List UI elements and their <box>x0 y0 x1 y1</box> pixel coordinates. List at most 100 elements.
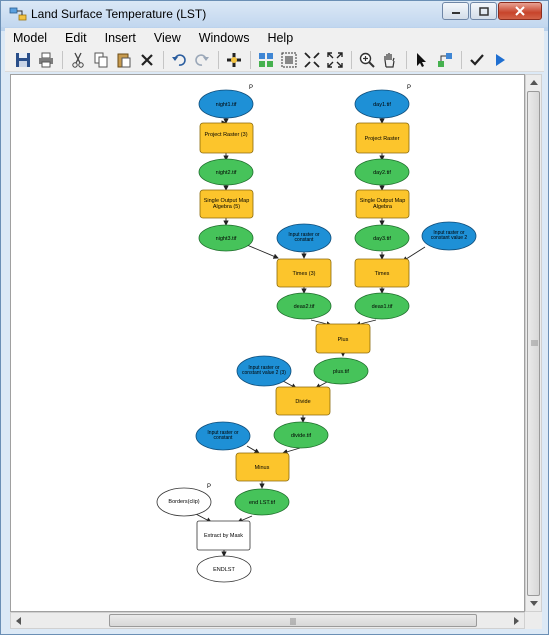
node-deas1[interactable]: deas1.tif <box>354 292 410 320</box>
scroll-right-button[interactable] <box>509 613 524 628</box>
chevron-left-icon <box>16 616 21 625</box>
vertical-scroll-thumb[interactable] <box>527 91 540 596</box>
run-icon <box>496 53 505 66</box>
node-single-output-map-algebra[interactable]: Single Output Map Algebra <box>355 189 410 219</box>
node-label: Minus <box>255 465 270 471</box>
minimize-icon <box>451 12 460 14</box>
node-deas2[interactable]: deas2.tif <box>276 292 332 320</box>
maximize-icon <box>478 6 489 16</box>
pan-icon <box>384 52 395 68</box>
node-label: Times (3) <box>292 271 315 277</box>
auto-layout-button[interactable] <box>256 50 276 70</box>
pan-button[interactable] <box>380 50 400 70</box>
scroll-left-button[interactable] <box>11 613 26 628</box>
grip-icon <box>290 618 296 625</box>
toolbar <box>5 48 544 72</box>
minimize-button[interactable] <box>442 2 469 20</box>
menu-view[interactable]: View <box>153 31 181 45</box>
select-button[interactable] <box>412 50 432 70</box>
node-label-box: Extract by Mask <box>203 532 244 539</box>
node-label-box: Single Output Map Algebra (5) <box>204 198 250 210</box>
zoom-in-button[interactable] <box>357 50 377 70</box>
node-label-box: Input raster or constant value 2 <box>430 229 468 241</box>
node-label: Input raster or constant <box>288 231 320 243</box>
delete-button[interactable] <box>137 50 157 70</box>
cut-button[interactable] <box>68 50 88 70</box>
node-input-raster-constant[interactable]: Input raster or constant <box>276 223 332 253</box>
zoom-out-fixed-button[interactable] <box>325 50 345 70</box>
zoom-in-fixed-button[interactable] <box>302 50 322 70</box>
print-button[interactable] <box>36 50 56 70</box>
node-day2[interactable]: day2.tif <box>354 158 410 186</box>
node-endlst[interactable]: ENDLST <box>196 555 252 583</box>
node-label: end LST.tif <box>249 500 275 506</box>
connect-button[interactable] <box>435 50 455 70</box>
node-divide[interactable]: Divide <box>275 386 331 416</box>
node-end-lst-tif[interactable]: end LST.tif <box>234 488 290 516</box>
node-plus-tif[interactable]: plus.tif <box>313 357 369 385</box>
node-label-box: Borders(clip) <box>168 499 199 505</box>
node-times[interactable]: Times <box>354 258 410 288</box>
node-night2[interactable]: night2.tif <box>198 158 254 186</box>
redo-button[interactable] <box>192 50 212 70</box>
node-plus[interactable]: Plus <box>315 323 371 354</box>
title-bar[interactable]: Land Surface Temperature (LST) <box>1 1 548 27</box>
delete-icon <box>141 53 153 66</box>
model-canvas[interactable]: P P P night1.tif day1.tif Project Raster… <box>10 74 525 612</box>
node-label-box: Input raster or constant <box>288 231 320 243</box>
add-data-button[interactable] <box>224 50 244 70</box>
node-label: day3.tif <box>373 236 391 242</box>
node-extract-by-mask[interactable]: Extract by Mask <box>196 520 251 551</box>
node-input-raster-constant-value-2-3[interactable]: Input raster or constant value 2 (3) <box>236 355 292 387</box>
node-label: Extract by Mask <box>203 532 244 539</box>
horizontal-scroll-thumb[interactable] <box>109 614 477 627</box>
full-extent-button[interactable] <box>279 50 299 70</box>
node-input-raster-constant-b[interactable]: Input raster or constant <box>195 421 251 451</box>
horizontal-scrollbar[interactable] <box>10 612 525 629</box>
menu-edit[interactable]: Edit <box>65 31 87 45</box>
menu-model[interactable]: Model <box>13 31 48 45</box>
parameter-marker: P <box>249 85 253 91</box>
scroll-down-button[interactable] <box>526 596 541 611</box>
menu-bar: Model Edit Insert View Windows Help <box>5 28 544 48</box>
auto-layout-icon <box>259 52 273 67</box>
node-project-raster[interactable]: Project Raster <box>355 122 410 154</box>
node-day1[interactable]: day1.tif <box>354 89 410 119</box>
menu-help[interactable]: Help <box>267 31 294 45</box>
close-button[interactable] <box>498 2 542 20</box>
chevron-down-icon <box>529 601 538 606</box>
node-label: night2.tif <box>216 170 237 176</box>
node-times-3[interactable]: Times (3) <box>276 258 332 288</box>
node-day3[interactable]: day3.tif <box>354 224 410 252</box>
node-label: Project Raster <box>365 136 400 142</box>
validate-icon <box>470 53 484 66</box>
copy-button[interactable] <box>91 50 111 70</box>
node-input-raster-constant-value-2[interactable]: Input raster or constant value 2 <box>421 221 477 251</box>
node-label-box: Input raster or constant <box>207 430 238 441</box>
node-divide-tif[interactable]: divide.tif <box>273 421 329 449</box>
node-minus[interactable]: Minus <box>235 452 290 482</box>
menu-insert[interactable]: Insert <box>104 31 136 45</box>
node-label: Times <box>375 271 390 277</box>
maximize-button[interactable] <box>470 2 497 20</box>
undo-button[interactable] <box>169 50 189 70</box>
node-night3[interactable]: night3.tif <box>198 224 254 252</box>
node-label: Divide <box>295 399 310 405</box>
node-label: Input raster or constant value 2 <box>430 229 468 241</box>
node-label: Plus <box>338 337 349 343</box>
node-project-raster-3[interactable]: Project Raster (3) <box>199 122 254 154</box>
vertical-scrollbar[interactable] <box>525 74 542 612</box>
run-button[interactable] <box>490 50 510 70</box>
scroll-up-button[interactable] <box>526 75 541 90</box>
paste-button[interactable] <box>114 50 134 70</box>
node-single-output-map-algebra-5[interactable]: Single Output Map Algebra (5) <box>199 189 254 219</box>
save-button[interactable] <box>13 50 33 70</box>
menu-windows[interactable]: Windows <box>198 31 250 45</box>
node-borders-clip[interactable]: Borders(clip) <box>156 487 212 517</box>
node-night1[interactable]: night1.tif <box>198 89 254 119</box>
toolbar-separator <box>163 50 164 69</box>
save-icon <box>16 52 30 67</box>
node-label: Input raster or constant value 2 (3) <box>242 364 286 376</box>
validate-button[interactable] <box>467 50 487 70</box>
